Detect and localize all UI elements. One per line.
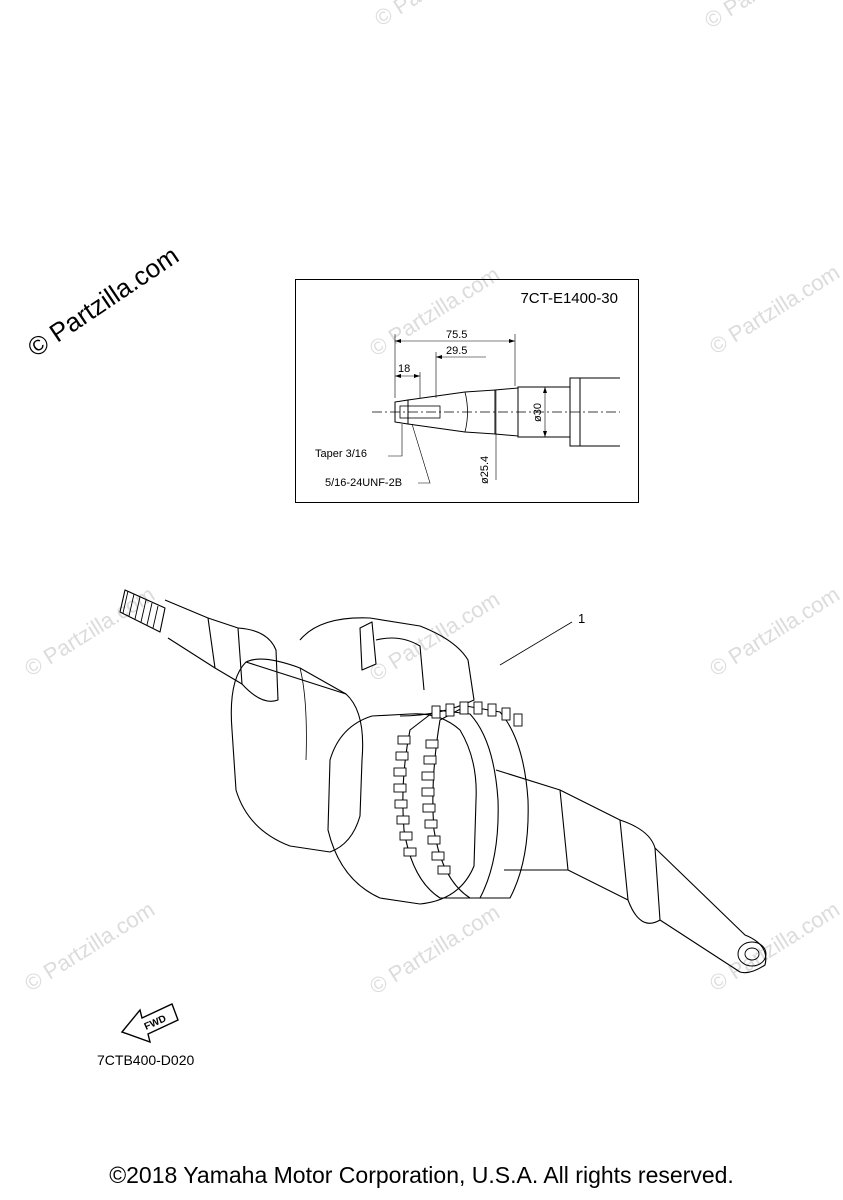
dim-total: 75.5 [446,329,467,341]
thread-label: 5/16-24UNF-2B [325,477,402,489]
dim-short: 18 [398,363,410,375]
fwd-arrow-icon: FWD [120,1003,179,1044]
callout-number: 1 [578,611,585,626]
diagram-code: 7CTB400-D020 [97,1052,195,1068]
taper-label: Taper 3/16 [315,448,367,460]
detail-part-code: 7CT-E1400-30 [520,290,618,307]
copyright-notice: ©2018 Yamaha Motor Corporation, U.S.A. A… [109,1162,734,1188]
dia-large: ø30 [532,403,544,422]
detail-inset: 7CT-E1400-30 [295,279,639,503]
dia-small: ø25.4 [479,456,491,484]
dim-mid: 29.5 [446,345,467,357]
